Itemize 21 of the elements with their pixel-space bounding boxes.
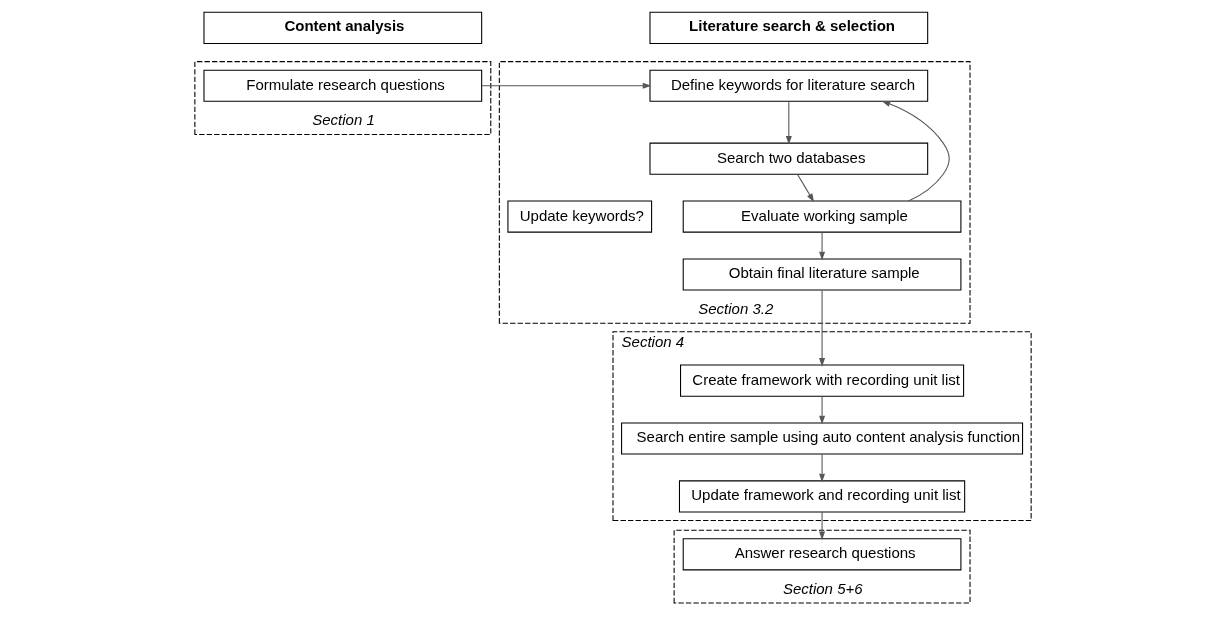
arrow [818,395,825,425]
node-box: Search two databases [648,142,928,175]
arrow [818,289,825,367]
arrow [818,511,825,541]
arrow [796,173,814,203]
node-box: Obtain final literature sample [682,258,961,291]
node-box: Search entire sample using auto content analysis function [620,422,1023,455]
node-box: Create framework with recording unit list [679,364,964,397]
node-box: Update keywords? [506,200,652,233]
arrow [818,453,825,483]
node-box: Literature search & selection [648,11,928,44]
node-box: Formulate research questions [202,69,482,102]
arrow [785,101,792,145]
node-box: Define keywords for literature search [648,69,928,102]
arrow [881,100,950,202]
arrow [480,82,651,89]
node-box: Update framework and recording unit list [678,480,965,513]
node-box: Answer research questions [682,538,961,571]
node-box: Evaluate working sample [682,200,961,233]
arrow [818,231,825,261]
node-box: Content analysis [202,11,482,44]
